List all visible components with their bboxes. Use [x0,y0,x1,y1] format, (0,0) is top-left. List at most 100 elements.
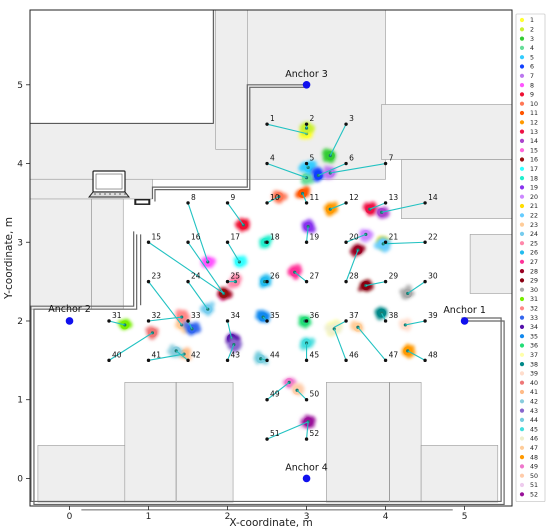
legend: 1234567891011121314151617181920212223242… [515,13,546,503]
point-label-38: 38 [389,311,399,320]
legend-label-44: 44 [530,417,538,424]
point-label-30: 30 [428,272,438,281]
error-line-29 [365,281,386,287]
estimate-cloud-31 [117,318,133,331]
x-tick-label: 0 [67,512,73,522]
ground-truth-52 [304,437,309,441]
legend-label-36: 36 [530,343,538,350]
point-label-44: 44 [270,350,280,359]
ground-truth-24 [186,279,190,284]
ground-truth-41 [146,358,151,363]
point-label-17: 17 [231,232,241,241]
legend-swatch-50 [519,473,525,478]
point-label-9: 9 [231,193,236,202]
estimate-cloud-38 [374,306,388,321]
legend-swatch-8 [519,83,525,88]
error-line-37 [333,320,347,328]
legend-swatch-34 [519,324,525,329]
ground-truth-35 [265,319,269,323]
legend-swatch-27 [519,259,525,264]
legend-label-1: 1 [530,17,534,24]
laptop-keyboard [87,191,131,198]
point-label-6: 6 [349,154,354,163]
point-label-50: 50 [310,390,320,399]
room-block [29,9,214,124]
legend-label-14: 14 [530,138,538,145]
laptop-icon [87,170,151,205]
legend-label-40: 40 [530,380,538,387]
room-block [389,382,422,503]
ground-truth-5 [304,161,309,166]
legend-label-30: 30 [530,287,538,294]
error-line-12 [330,202,347,210]
room-block [420,445,499,503]
plot-border [29,9,513,507]
legend-swatch-13 [519,129,525,134]
room-block [175,382,234,503]
point-label-31: 31 [112,311,122,320]
ground-truth-45 [304,358,309,363]
legend-label-16: 16 [530,157,538,164]
room-block [381,104,513,160]
legend-swatch-43 [519,408,525,413]
point-label-28: 28 [349,272,359,281]
error-line-31 [108,320,125,326]
legend-swatch-49 [519,464,525,469]
ground-truth-36 [304,319,309,323]
point-label-2: 2 [310,114,315,123]
error-line-8 [187,202,209,263]
error-line-9 [227,202,244,226]
ground-truth-37 [344,319,348,323]
point-label-46: 46 [349,350,359,359]
legend-swatch-4 [519,45,525,51]
legend-label-29: 29 [530,278,538,285]
ground-truth-13 [383,201,388,205]
error-line-52 [306,421,309,440]
ground-truth-16 [186,240,190,244]
error-line-49 [266,381,290,401]
x-tick-label: 1 [146,512,152,522]
error-line-32 [148,316,182,322]
legend-swatch-22 [519,213,525,218]
ground-truth-27 [304,279,309,284]
point-label-40: 40 [112,350,122,359]
anchor-label-4: Anchor 4 [285,462,328,473]
ground-truth-2 [304,122,309,126]
error-line-24 [187,281,209,310]
ground-truth-15 [146,240,151,244]
legend-swatch-15 [519,148,525,153]
point-label-22: 22 [428,232,438,241]
legend-swatch-42 [519,399,525,404]
legend-label-7: 7 [530,73,534,80]
estimate-cloud-9 [234,217,251,233]
legend-label-13: 13 [530,129,538,136]
legend-label-33: 33 [530,315,538,322]
point-label-15: 15 [152,232,162,241]
ground-truth-32 [146,319,151,323]
error-line-30 [407,281,426,294]
room-block [215,9,248,150]
y-tick-label: 2 [17,317,23,327]
error-line-15 [148,241,224,294]
legend-label-35: 35 [530,333,538,340]
error-line-51 [266,421,309,440]
y-tick-label: 3 [17,238,23,248]
estimate-cloud-32 [175,309,190,324]
legend-label-23: 23 [530,222,538,229]
x-tick-label: 2 [225,512,231,522]
legend-label-21: 21 [530,203,538,210]
ground-truth-12 [344,201,348,205]
error-line-47 [357,326,386,361]
error-line-6 [318,163,347,176]
ground-truth-28 [344,279,348,284]
ground-truth-30 [423,279,427,284]
point-label-5: 5 [310,154,315,163]
estimate-cloud-29 [357,279,374,292]
error-line-39 [405,320,426,326]
error-line-7 [330,162,386,174]
ground-truth-47 [383,358,388,363]
legend-label-2: 2 [530,27,534,34]
legend-swatch-36 [519,343,525,348]
